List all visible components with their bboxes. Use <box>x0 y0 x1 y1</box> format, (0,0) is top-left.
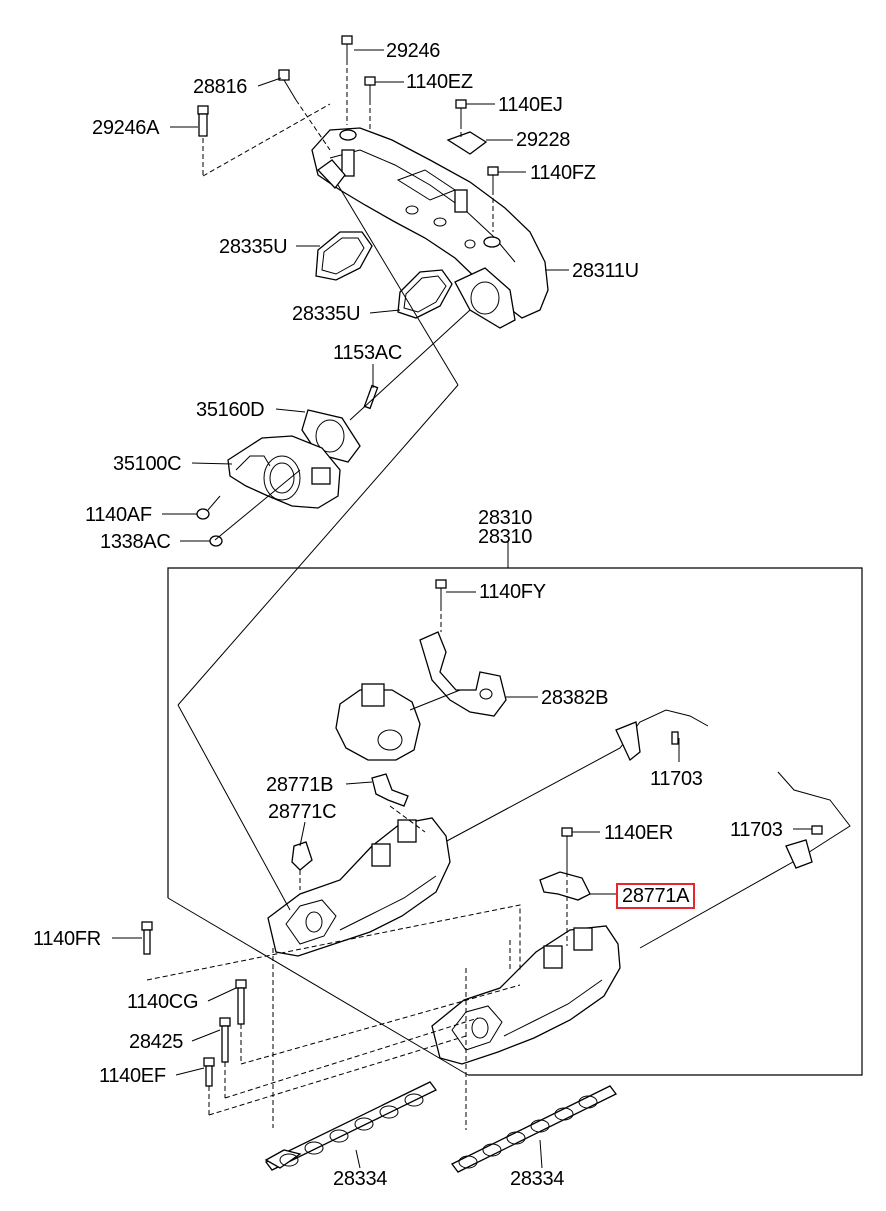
label-28334-left[interactable]: 28334 <box>333 1168 388 1190</box>
label-29246[interactable]: 29246 <box>386 40 441 62</box>
bracket-29228-part[interactable] <box>446 131 488 155</box>
lower-intake-manifold-right-part[interactable] <box>431 925 621 1065</box>
label-1140EZ[interactable]: 1140EZ <box>406 71 473 93</box>
bolt-1140AF-part[interactable] <box>196 495 221 520</box>
label-28771C[interactable]: 28771C <box>268 801 337 823</box>
bolt-1140FR-part[interactable] <box>141 921 153 955</box>
label-28335U-lower[interactable]: 28335U <box>292 303 361 325</box>
label-1140AF[interactable]: 1140AF <box>85 504 152 526</box>
clip-28771A-part[interactable] <box>539 871 591 901</box>
gasket-28334-right-part[interactable] <box>451 1085 617 1173</box>
gasket-28334-left-part[interactable] <box>264 1081 437 1171</box>
bolt-1140EJ-part[interactable] <box>455 99 467 124</box>
label-1153AC[interactable]: 1153AC <box>333 342 402 364</box>
label-1338AC[interactable]: 1338AC <box>100 531 171 553</box>
label-1140FR[interactable]: 1140FR <box>33 928 101 950</box>
sensor-wire-lower-part[interactable] <box>639 771 851 949</box>
label-28382B[interactable]: 28382B <box>541 687 609 709</box>
nut-1338AC-part[interactable] <box>209 535 223 547</box>
gasket-28335U-upper-part[interactable] <box>315 231 373 281</box>
label-28310-bottom[interactable]: 28310 <box>478 526 533 548</box>
bolt-28816-part[interactable] <box>278 69 297 101</box>
label-29228[interactable]: 29228 <box>516 129 571 151</box>
upper-intake-manifold-part[interactable] <box>311 127 549 329</box>
leader-lines <box>112 49 812 1169</box>
label-28334-right[interactable]: 28334 <box>510 1168 565 1190</box>
label-28771B[interactable]: 28771B <box>266 774 334 796</box>
label-11703-upper[interactable]: 11703 <box>650 768 703 790</box>
label-28335U-upper[interactable]: 28335U <box>219 236 288 258</box>
label-35100C[interactable]: 35100C <box>113 453 182 475</box>
label-28311U[interactable]: 28311U <box>572 260 639 282</box>
clip-28771C-part[interactable] <box>291 841 313 871</box>
label-1140EF[interactable]: 1140EF <box>99 1065 166 1087</box>
bolt-1140CG-part[interactable] <box>235 979 247 1025</box>
lower-intake-manifold-left-part[interactable] <box>267 817 451 957</box>
label-1140CG[interactable]: 1140CG <box>127 991 199 1013</box>
bolt-1140EZ-part[interactable] <box>364 76 376 100</box>
sensor-wire-upper-part[interactable] <box>444 709 709 843</box>
label-11703-lower[interactable]: 11703 <box>730 819 783 841</box>
label-28310-top[interactable]: 28310 <box>478 507 533 529</box>
label-1140EJ[interactable]: 1140EJ <box>498 94 563 116</box>
bolt-1140ER-part[interactable] <box>561 827 573 872</box>
clip-28771B-part[interactable] <box>371 773 409 807</box>
bolt-1140EF-part[interactable] <box>203 1057 215 1087</box>
bracket-28382B-part[interactable] <box>419 631 507 717</box>
bolt-29246A-part[interactable] <box>197 105 209 137</box>
bolt-1140FZ-part[interactable] <box>487 166 499 190</box>
actuator-part[interactable] <box>335 683 421 761</box>
connection-lines <box>146 60 568 1130</box>
gasket-28335U-lower-part[interactable] <box>397 269 453 319</box>
label-28816[interactable]: 28816 <box>193 76 248 98</box>
label-1140FZ[interactable]: 1140FZ <box>530 162 596 184</box>
label-29246A[interactable]: 29246A <box>92 117 160 139</box>
label-1140FY[interactable]: 1140FY <box>479 581 546 603</box>
label-28771A-highlighted[interactable]: 28771A <box>616 883 696 909</box>
bolt-1140FY-part[interactable] <box>435 579 447 606</box>
label-28425[interactable]: 28425 <box>129 1031 184 1053</box>
label-1140ER[interactable]: 1140ER <box>604 822 673 844</box>
assembly-frame <box>167 540 863 1076</box>
throttle-body-35100C-part[interactable] <box>227 435 341 509</box>
bolt-28425-part[interactable] <box>219 1017 231 1063</box>
bolt-29246-part[interactable] <box>341 35 353 60</box>
label-35160D[interactable]: 35160D <box>196 399 265 421</box>
